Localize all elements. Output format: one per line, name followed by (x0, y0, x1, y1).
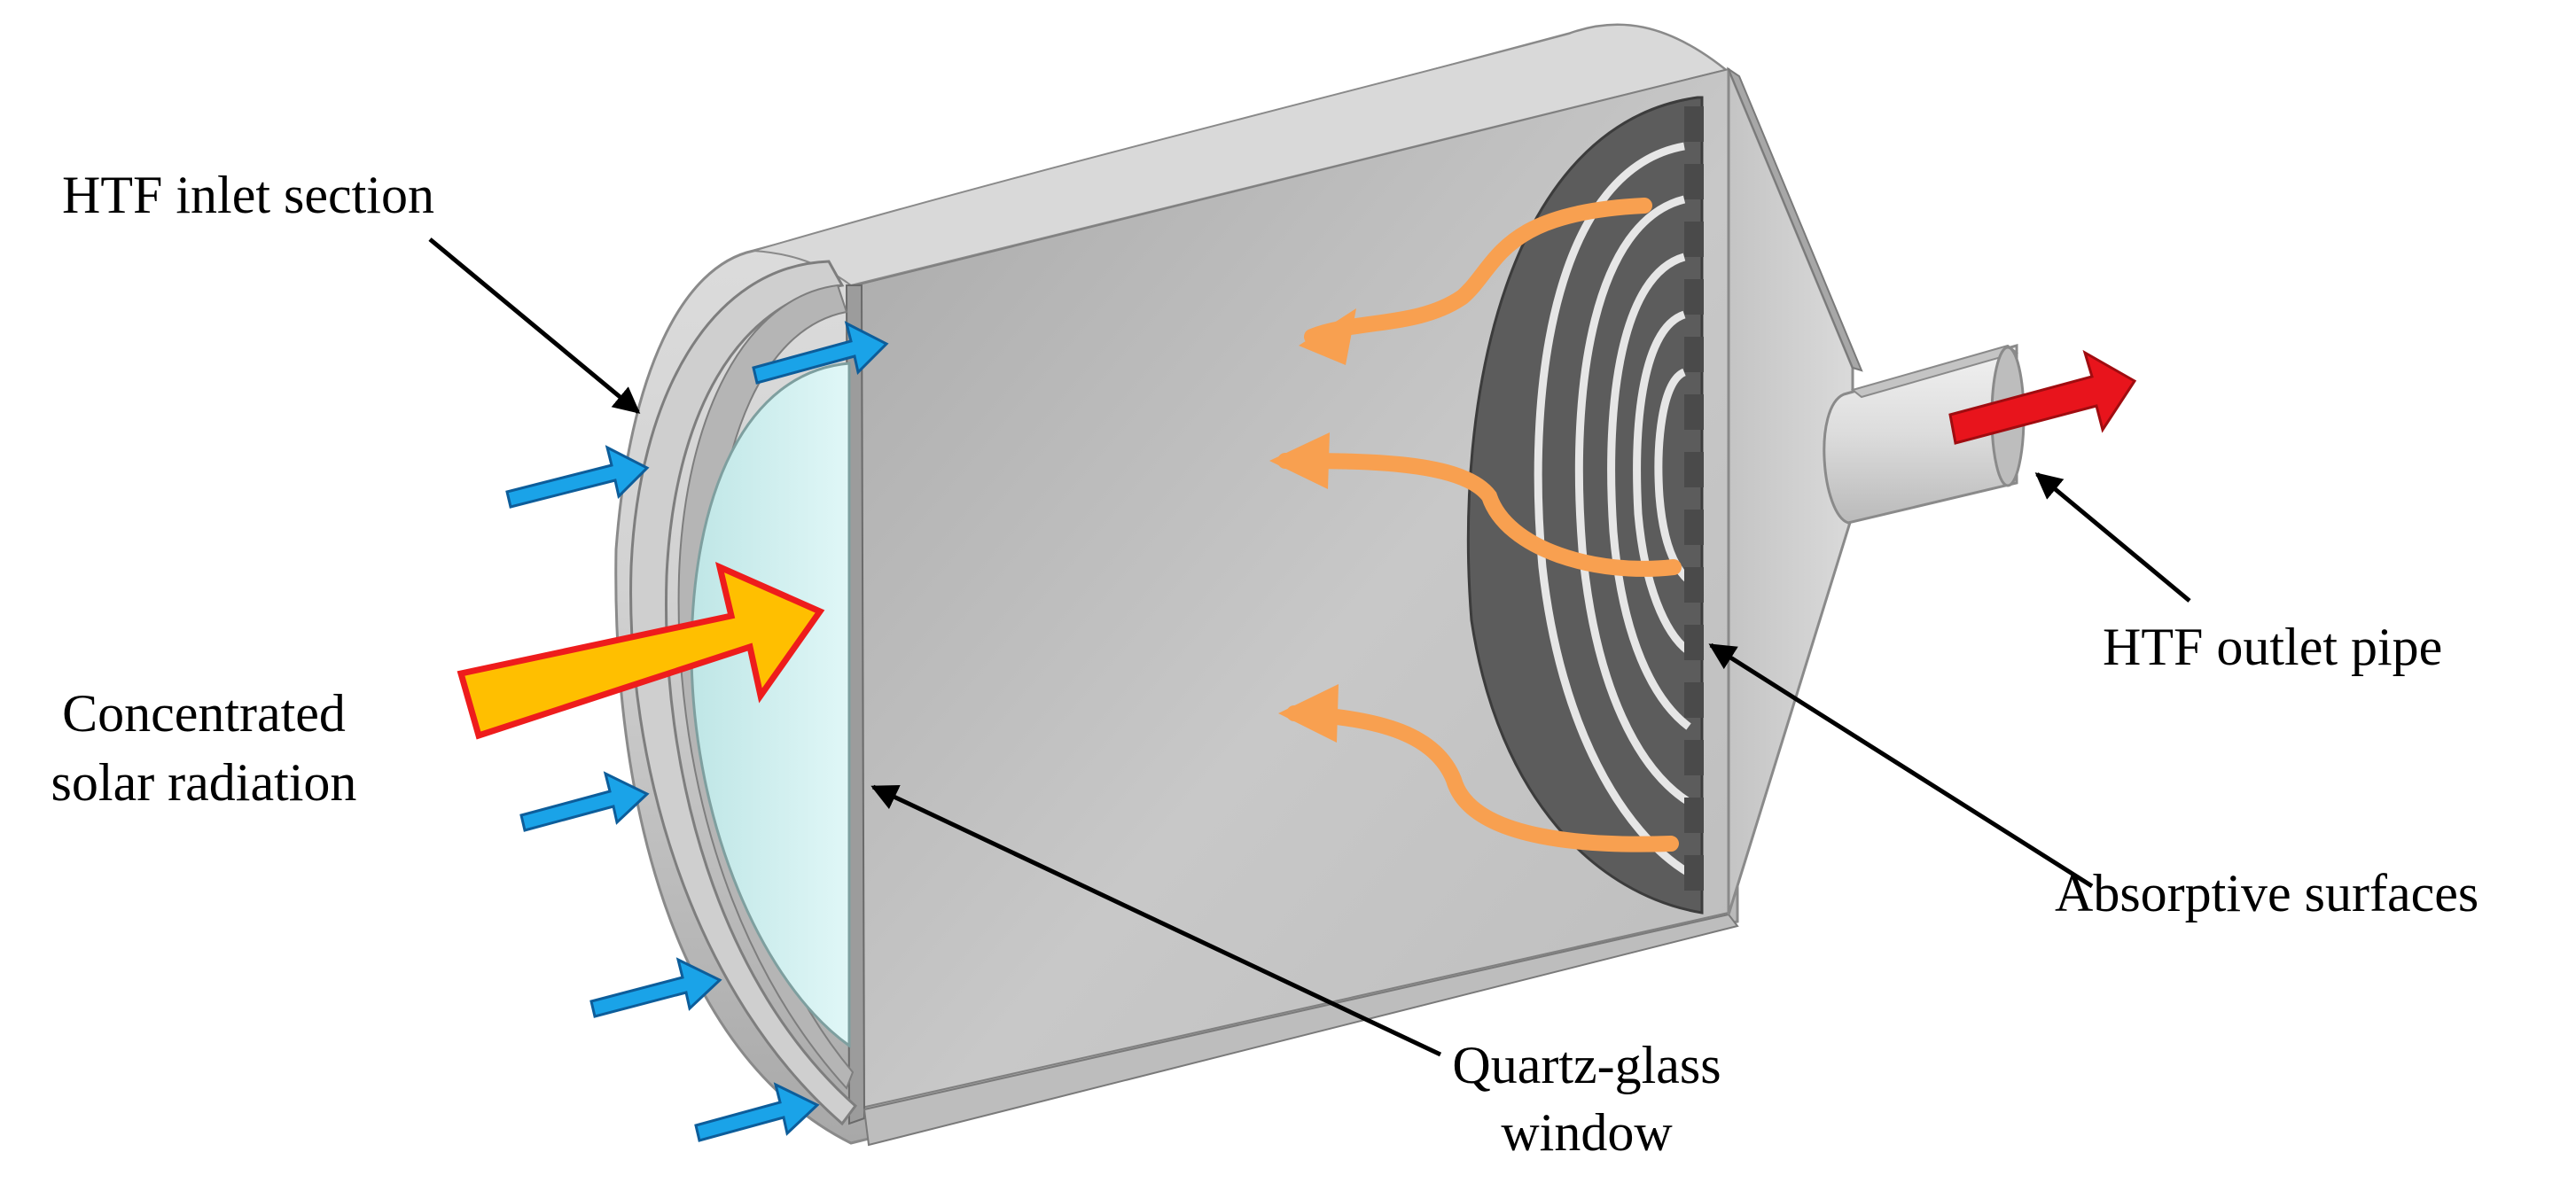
label-htf-outlet-pipe: HTF outlet pipe (2103, 618, 2443, 676)
label-quartz-glass-window: Quartz-glass window (1396, 1039, 1777, 1159)
inlet-arrow-icon (694, 1082, 820, 1142)
absorber (1466, 96, 1704, 914)
leader-quartz (870, 784, 1442, 1057)
htf-outlet-arrow-icon (1948, 349, 2137, 445)
absorber-slot (1574, 195, 1691, 806)
inlet-arrow-icon (519, 771, 650, 832)
leader-htf-inlet (428, 237, 641, 414)
absorber-fins (1684, 106, 1704, 891)
bottom-wall (863, 913, 1739, 1147)
label-concentrated-solar-radiation: Concentrated solar radiation (18, 687, 390, 809)
label-quartz-line1: Quartz-glass (1452, 1036, 1721, 1094)
label-concentrated-line2: solar radiation (51, 753, 357, 812)
flow-arrow-heads (1269, 308, 1356, 743)
inlet-ring-outer (629, 260, 858, 1126)
absorber-slot (1607, 253, 1691, 730)
outlet-pipe-cut (1850, 344, 2019, 399)
leader-absorptive (1708, 642, 2094, 889)
flow-arrow-head-icon (1269, 432, 1330, 489)
inlet-arrow-icon (505, 445, 650, 509)
flow-arrow-head-icon (1278, 684, 1339, 743)
top-rim (753, 23, 1738, 287)
leader-lines (428, 237, 2191, 1057)
flow-arrow-icon (1286, 705, 1679, 852)
leader-htf-outlet (2034, 472, 2191, 603)
solar-radiation-arrow-icon (457, 561, 825, 740)
inlet-arrow-icon (589, 957, 722, 1018)
label-concentrated-line1: Concentrated (62, 684, 346, 743)
flow-arrow-icon (1304, 198, 1652, 345)
htf-inlet-arrows (505, 321, 889, 1142)
label-absorptive-surfaces: Absorptive surfaces (2055, 864, 2479, 922)
cone-cut-edge (1726, 66, 1863, 372)
flow-arrows (1277, 198, 1682, 852)
label-quartz-line2: window (1501, 1103, 1673, 1162)
absorber-disc (1466, 96, 1704, 914)
inlet-arrow-icon (752, 321, 889, 385)
label-htf-inlet-section: HTF inlet section (62, 166, 434, 224)
flow-arrow-head-icon (1299, 308, 1356, 365)
flow-arrow-icon (1277, 453, 1682, 577)
absorber-slot (1633, 310, 1691, 655)
